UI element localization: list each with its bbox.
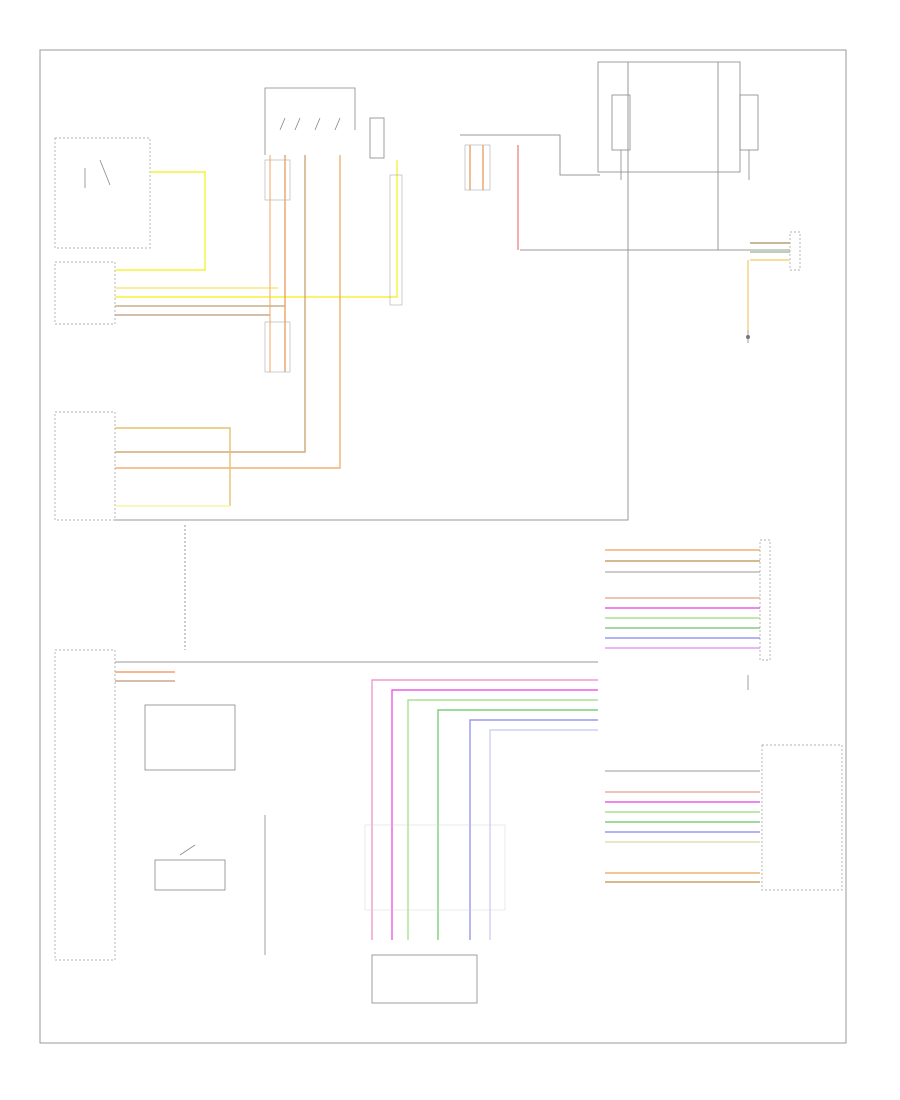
fuse-block-top bbox=[597, 61, 759, 180]
cruise-module bbox=[789, 231, 801, 271]
engine-control-module-b bbox=[761, 744, 843, 891]
engine-control-module-a bbox=[759, 539, 771, 661]
instrument-cluster bbox=[54, 261, 116, 325]
throttle-module bbox=[371, 954, 478, 1004]
stop-lamp-switch bbox=[264, 87, 385, 159]
gray-wires bbox=[115, 62, 790, 772]
colored-wires bbox=[115, 145, 790, 940]
ground-a bbox=[746, 330, 750, 343]
connector-blocks bbox=[264, 144, 506, 911]
steering-column-module bbox=[54, 649, 266, 961]
multifunction-steering bbox=[54, 411, 116, 521]
brake-booster-sensor bbox=[54, 137, 151, 249]
diagram-frame bbox=[39, 49, 847, 1044]
